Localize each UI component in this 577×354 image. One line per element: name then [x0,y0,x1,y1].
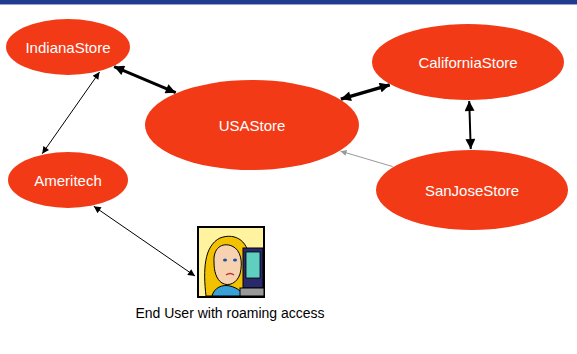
store-ellipse: SanJoseStore [376,150,568,230]
picture-frame [198,227,264,297]
eye [233,259,237,262]
hair [205,236,249,296]
ellipse-fill [372,24,564,100]
connector-arrow [341,151,393,166]
monitor [243,248,263,288]
store-ellipse: CaliforniaStore [372,24,564,100]
title-bar [0,0,577,4]
store-ellipse: USAStore [145,80,359,170]
ellipse-fill [376,150,568,230]
ellipse-fill [6,19,130,75]
connector-arrow [469,101,471,149]
ellipse-fill [145,80,359,170]
store-ellipse: IndianaStore [6,19,130,75]
node-label: CaliforniaStore [418,54,517,71]
connector-arrow [42,72,99,154]
user-illustration [198,227,264,297]
node-label: Ameritech [34,172,102,189]
shirt [212,285,243,296]
caption-text: End User with roaming access [135,305,324,321]
ellipse-fill [8,152,128,208]
face [214,245,241,285]
title-bar-edge [0,4,577,5]
node-label: SanJoseStore [425,182,519,199]
node-label: USAStore [219,117,286,134]
mouth [226,274,234,276]
connector-arrow [341,85,390,99]
eye [223,259,227,262]
monitor-screen [246,252,260,278]
node-label: IndianaStore [25,39,110,56]
user-node: End User with roaming access [131,226,328,322]
connector-arrow [94,206,195,276]
monitor-base [240,288,264,296]
store-ellipse: Ameritech [8,152,128,208]
connector-arrow [114,67,176,93]
